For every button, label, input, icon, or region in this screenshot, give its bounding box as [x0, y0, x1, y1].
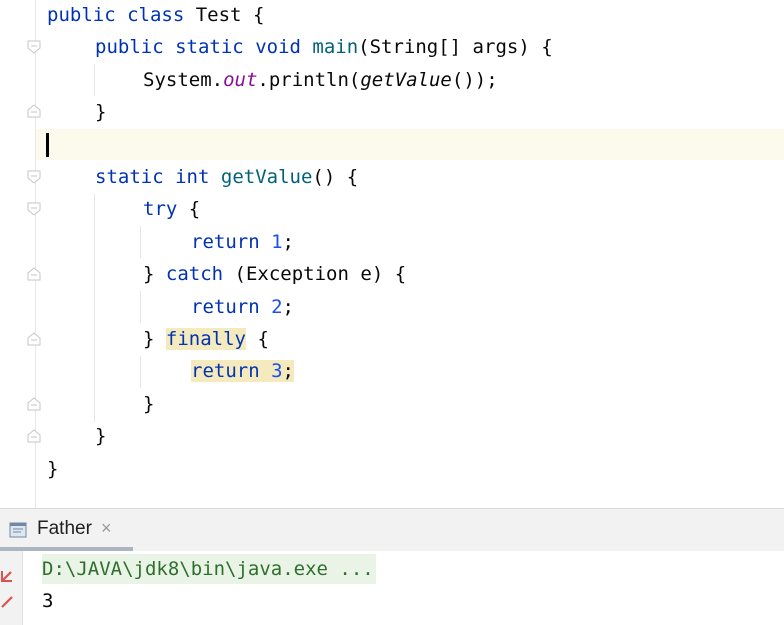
current-line-highlight — [0, 129, 784, 160]
code-token — [177, 198, 188, 220]
code-line[interactable]: return 3; — [191, 356, 294, 387]
code-token: } — [143, 393, 155, 415]
console-command-line[interactable]: D:\JAVA\jdk8\bin\java.exe ... — [42, 554, 376, 584]
code-token: System. — [143, 69, 224, 91]
run-tool-window: Father × D:\JAVA\jdk8\bin\java.exe ... 3 — [0, 508, 784, 625]
code-token: out — [223, 69, 258, 91]
code-token: try — [143, 198, 178, 220]
code-token: return — [191, 296, 260, 318]
text-caret — [46, 133, 49, 157]
console-icon — [9, 522, 27, 538]
active-tab-indicator — [0, 547, 133, 551]
code-token: ; — [282, 296, 294, 318]
code-token: ; — [282, 231, 294, 253]
fold-open-icon[interactable] — [27, 202, 41, 216]
code-token: finally — [165, 328, 246, 350]
indent-guide — [94, 64, 95, 96]
code-token: .println( — [257, 69, 361, 91]
code-token — [244, 36, 255, 58]
code-token: int — [175, 166, 210, 188]
indent-guide — [140, 291, 141, 323]
code-token: { — [394, 263, 407, 285]
run-toolbar — [0, 551, 23, 625]
code-line[interactable]: static int getValue() { — [95, 162, 358, 193]
code-token: catch — [165, 263, 224, 285]
fold-close-icon[interactable] — [27, 429, 41, 443]
code-token: void — [255, 36, 301, 58]
code-token: 3 — [271, 360, 283, 382]
code-line[interactable]: public class Test { — [47, 0, 264, 31]
code-token: return — [191, 231, 260, 253]
code-token: return — [191, 360, 260, 382]
indent-guide — [94, 194, 95, 422]
indent-guide — [140, 356, 141, 388]
code-token: static — [175, 36, 244, 58]
code-token: } — [143, 263, 155, 285]
code-token: ; — [282, 360, 294, 382]
close-icon[interactable]: × — [101, 518, 112, 538]
code-token: getValue — [360, 69, 452, 91]
run-tab-bar: Father × — [0, 509, 784, 551]
code-token — [154, 328, 165, 350]
code-token: public — [47, 4, 116, 26]
code-token: { — [257, 328, 269, 350]
code-token: { — [346, 166, 359, 188]
code-token — [260, 296, 271, 318]
code-token: { — [188, 198, 201, 220]
code-token — [260, 231, 271, 253]
stop-icon[interactable] — [0, 595, 14, 609]
code-token — [301, 36, 312, 58]
fold-close-icon[interactable] — [27, 267, 41, 281]
fold-close-icon[interactable] — [27, 332, 41, 346]
code-token — [209, 166, 220, 188]
code-token: Test — [184, 4, 253, 26]
code-token: ()); — [451, 69, 498, 91]
code-token: { — [541, 36, 553, 58]
code-line[interactable]: try { — [143, 194, 200, 225]
code-token: 2 — [271, 296, 283, 318]
code-token: static — [95, 166, 164, 188]
rerun-icon[interactable] — [0, 567, 14, 583]
fold-open-icon[interactable] — [27, 170, 41, 184]
code-line[interactable]: return 1; — [191, 227, 294, 258]
fold-open-icon[interactable] — [27, 40, 41, 54]
fold-close-icon[interactable] — [27, 397, 41, 411]
code-line[interactable]: } — [95, 97, 106, 128]
code-token: { — [252, 4, 265, 26]
code-token: 1 — [271, 231, 283, 253]
code-line[interactable]: return 2; — [191, 292, 294, 323]
code-token: } — [95, 425, 107, 447]
run-tab-label: Father — [37, 518, 92, 539]
code-token: class — [127, 4, 185, 26]
code-line[interactable]: } finally { — [143, 324, 269, 355]
code-editor[interactable]: public class Test {public static void ma… — [0, 0, 784, 508]
code-token — [164, 166, 175, 188]
fold-close-icon[interactable] — [27, 104, 41, 118]
code-line[interactable]: } — [47, 454, 58, 485]
code-line[interactable]: } catch (Exception e) { — [143, 259, 406, 290]
console-output-line: 3 — [42, 590, 54, 612]
gutter-separator — [35, 0, 36, 508]
code-token — [116, 4, 127, 26]
code-token: } — [95, 101, 107, 123]
run-tab-father[interactable]: Father × — [0, 509, 133, 551]
code-token: () — [312, 166, 347, 188]
code-token: main — [312, 36, 359, 58]
code-token — [154, 263, 165, 285]
code-token: (String[] args) — [358, 36, 542, 58]
code-line[interactable]: System.out.println(getValue()); — [143, 65, 498, 96]
code-token: public — [95, 36, 164, 58]
code-token: getValue — [220, 166, 313, 188]
editor-gutter — [0, 0, 36, 508]
code-token — [164, 36, 175, 58]
code-token — [259, 360, 272, 382]
code-line[interactable]: } — [143, 389, 154, 420]
code-token: } — [47, 458, 59, 480]
code-token: } — [143, 328, 155, 350]
indent-guide — [140, 226, 141, 258]
code-line[interactable]: public static void main(String[] args) { — [95, 32, 553, 63]
code-token: (Exception e) — [223, 263, 395, 285]
code-line[interactable]: } — [95, 421, 106, 452]
code-token — [246, 328, 257, 350]
